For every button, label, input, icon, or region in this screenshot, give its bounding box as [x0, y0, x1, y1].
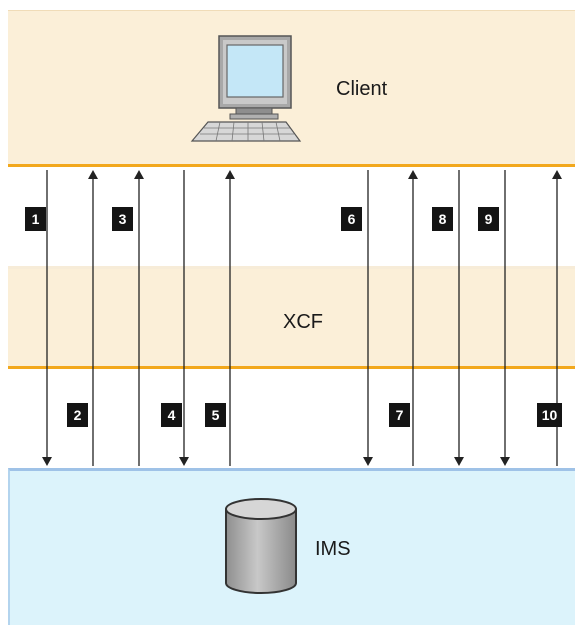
arrow-10-head [552, 170, 562, 179]
ims-label: IMS [315, 538, 351, 560]
arrow-1-head [42, 457, 52, 466]
arrow-8-head [454, 457, 464, 466]
step-badge-6: 6 [341, 207, 362, 231]
computer-icon [190, 35, 302, 142]
xcf-label: XCF [283, 311, 323, 333]
arrow-3-head [134, 170, 144, 179]
step-badge-7: 7 [389, 403, 410, 427]
step-badge-5: 5 [205, 403, 226, 427]
step-badge-8: 8 [432, 207, 453, 231]
xcf-layer [8, 266, 575, 369]
arrow-9-head [500, 457, 510, 466]
step-badge-10: 10 [537, 403, 562, 427]
arrow-4-head [179, 457, 189, 466]
step-badge-4: 4 [161, 403, 182, 427]
arrow-5-head [225, 170, 235, 179]
database-icon [225, 498, 297, 594]
arrow-2-head [88, 170, 98, 179]
step-badge-3: 3 [112, 207, 133, 231]
arrow-7-head [408, 170, 418, 179]
client-label: Client [336, 78, 388, 100]
step-badge-2: 2 [67, 403, 88, 427]
step-badge-1: 1 [25, 207, 46, 231]
arrow-6-head [363, 457, 373, 466]
step-badge-9: 9 [478, 207, 499, 231]
